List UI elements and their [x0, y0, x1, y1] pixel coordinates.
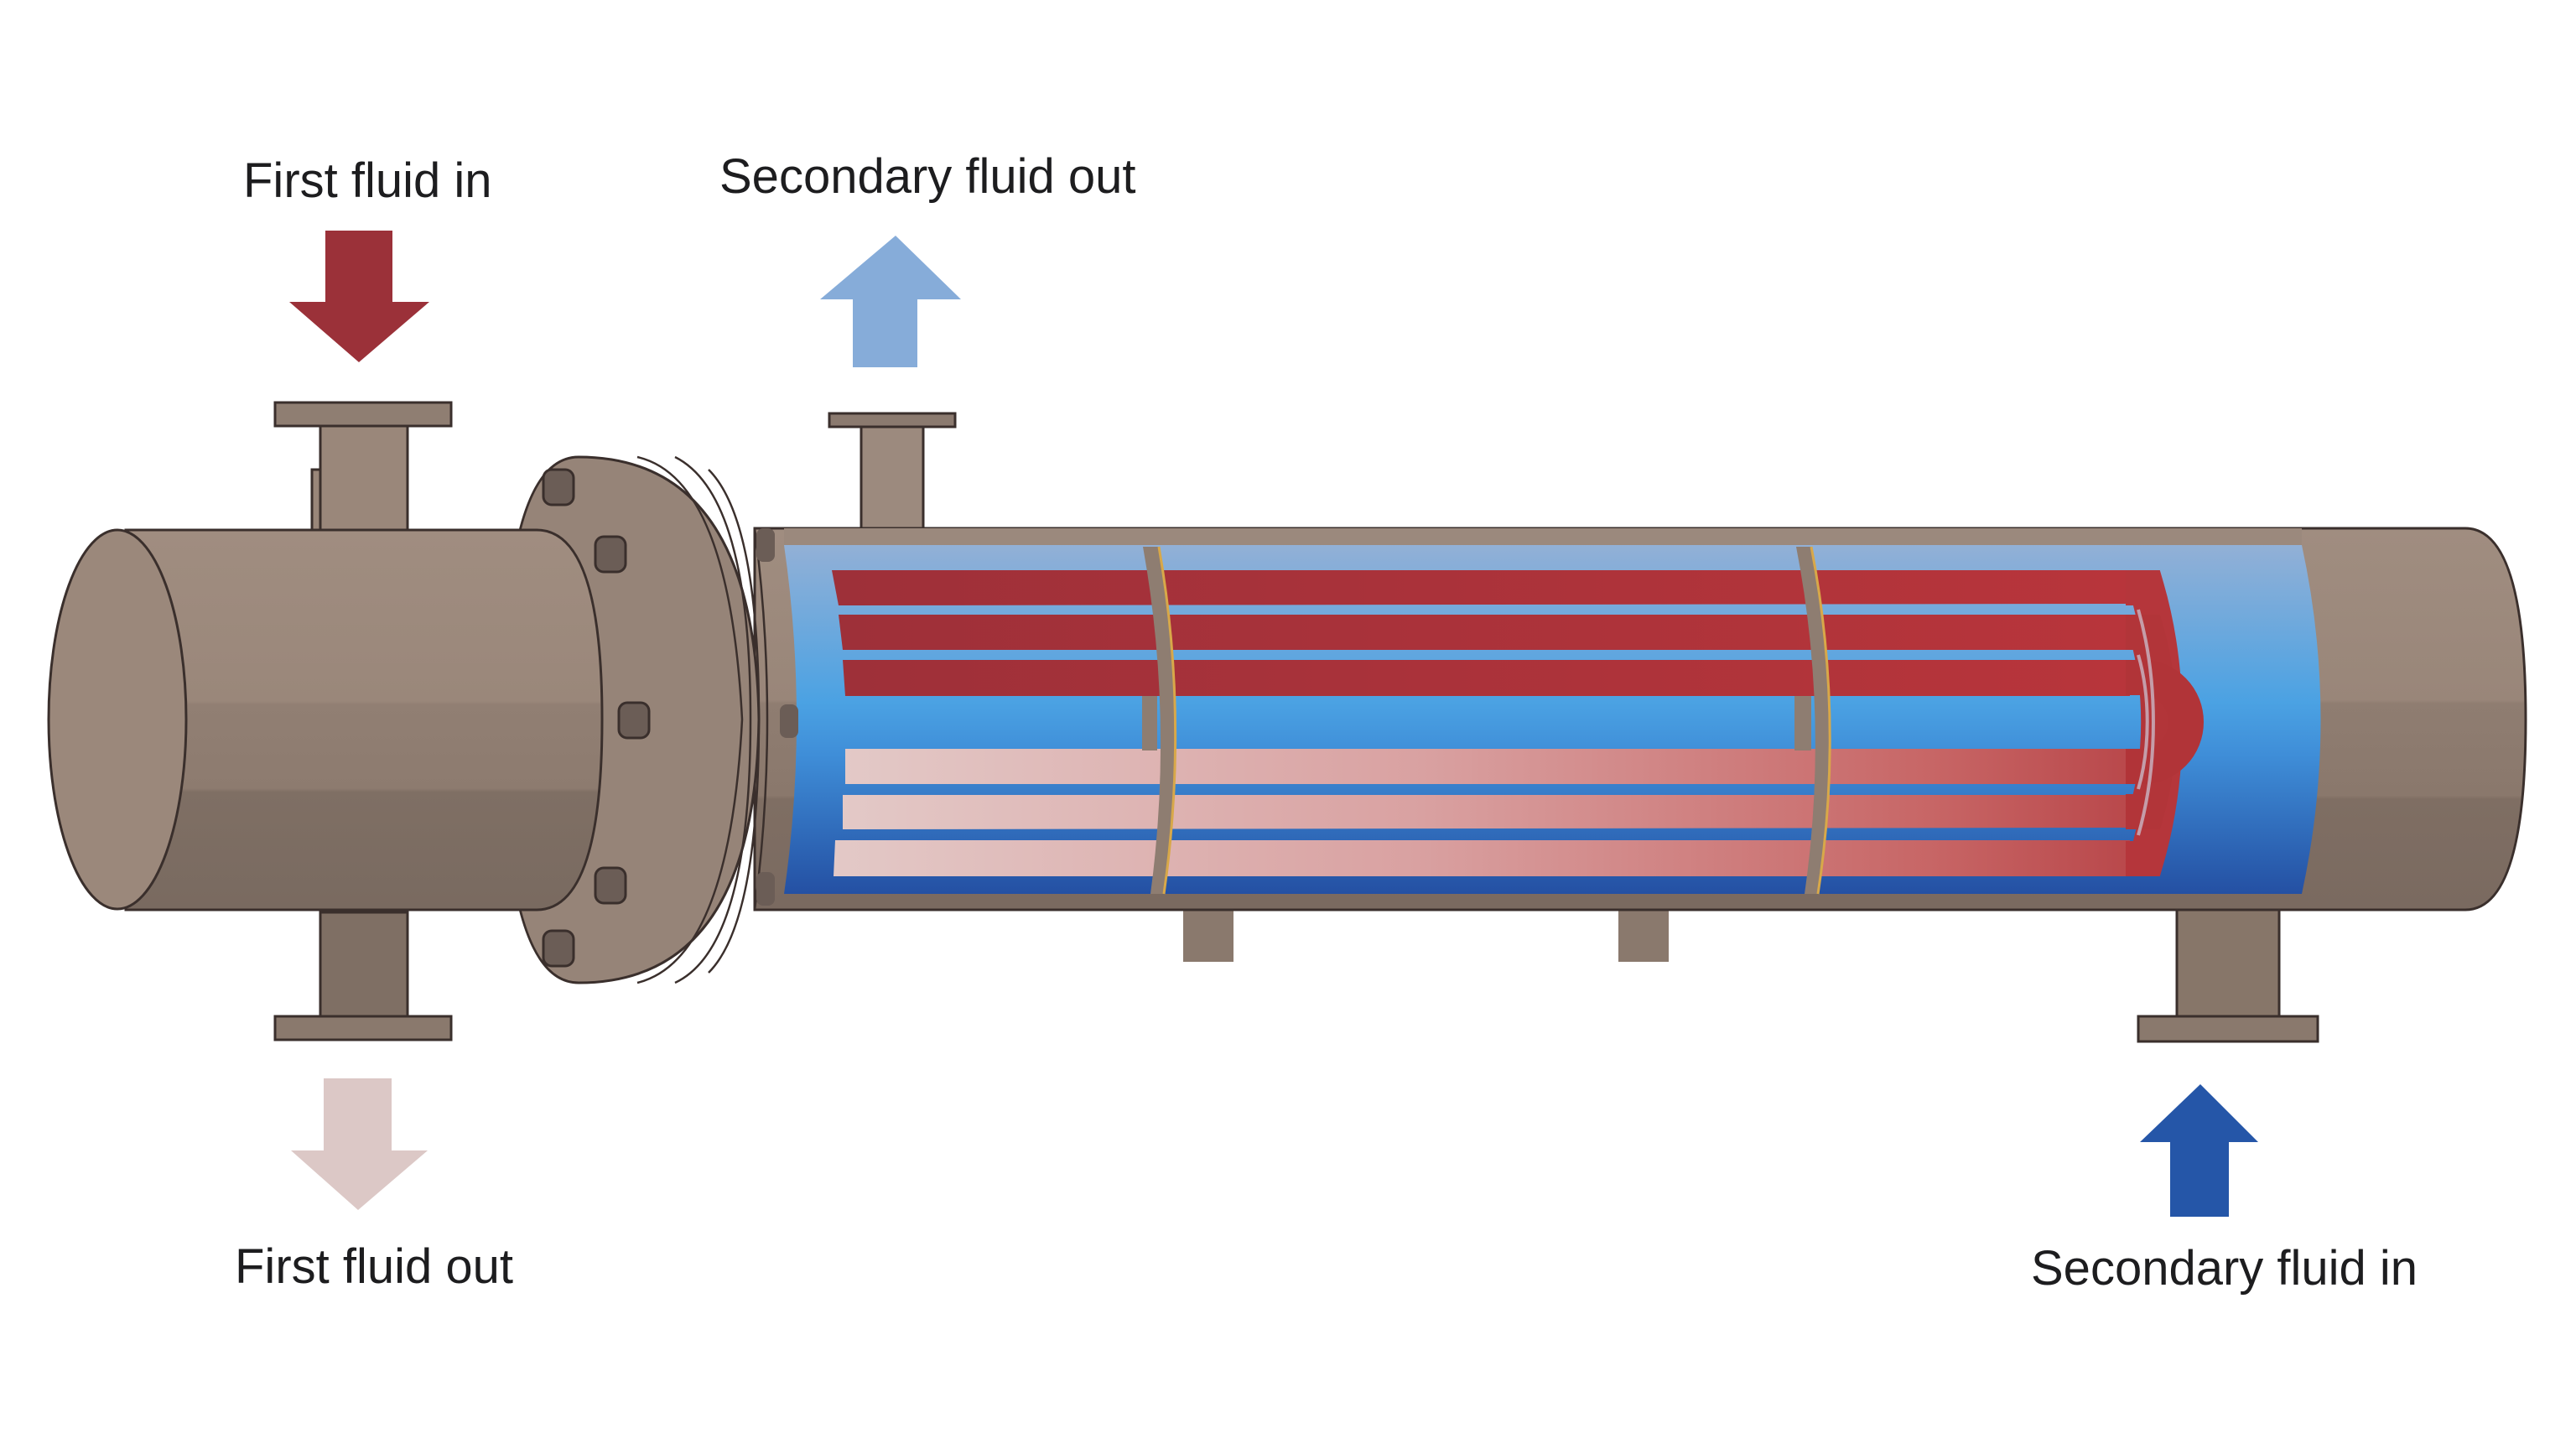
label-secondary-fluid-in: Secondary fluid in [2031, 1241, 2418, 1296]
first-fluid-in-arrow-icon [289, 231, 429, 362]
hot-tube [839, 615, 2130, 650]
bolt-icon [617, 701, 651, 740]
support-leg [1618, 910, 1669, 962]
support-leg [1183, 910, 1233, 962]
bolt-icon [594, 535, 627, 574]
baffle [1794, 546, 1831, 895]
hot-tubes [832, 570, 2130, 696]
cooled-tube [845, 749, 2130, 784]
cooled-tube [843, 795, 2130, 829]
secondary-fluid-in-arrow-icon [2140, 1084, 2258, 1217]
bolt-icon [756, 872, 775, 906]
channel-head-end-cap [47, 528, 188, 911]
bolt-icon [594, 866, 627, 905]
u-bend [2126, 660, 2204, 784]
first-fluid-out-arrow-icon [291, 1078, 428, 1210]
secondary-fluid-inlet-nozzle [2137, 906, 2319, 1043]
u-bend [2126, 615, 2177, 829]
first-fluid-inlet-nozzle [273, 401, 453, 535]
channel-head [47, 528, 604, 911]
hot-tube [843, 660, 2130, 696]
bolt-icon [756, 528, 775, 562]
label-first-fluid-out: First fluid out [235, 1239, 513, 1294]
u-bends [2126, 570, 2204, 876]
secondary-fluid-outlet-nozzle [828, 412, 957, 533]
secondary-fluid-out-arrow-icon [820, 236, 961, 367]
hot-tube [832, 570, 2130, 605]
bolt-icon [542, 929, 575, 968]
first-fluid-outlet-nozzle [273, 911, 453, 1041]
label-first-fluid-in: First fluid in [243, 153, 492, 208]
cooled-tubes [834, 749, 2130, 876]
flange-bolts [542, 468, 798, 968]
cooled-tube [834, 840, 2130, 876]
label-secondary-fluid-out: Secondary fluid out [719, 149, 1136, 204]
bolt-icon [780, 704, 798, 738]
bolt-icon [542, 468, 575, 506]
baffle [1142, 546, 1177, 895]
